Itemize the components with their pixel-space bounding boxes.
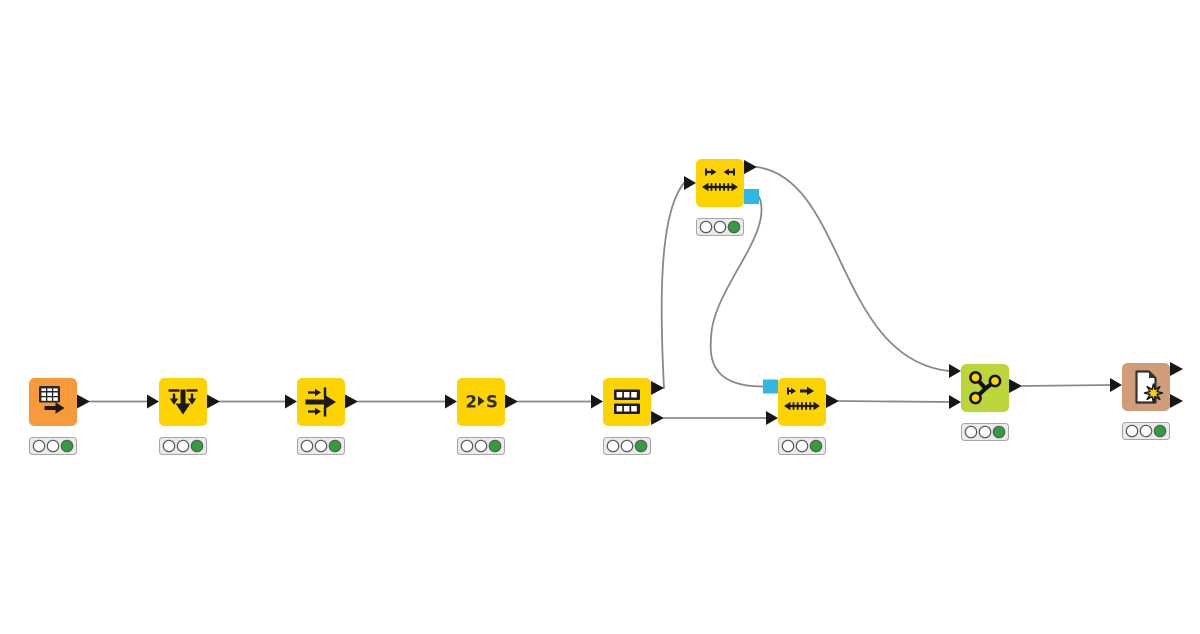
node-normalizer-apply[interactable]	[763, 378, 839, 455]
status-light-off	[32, 439, 46, 453]
status-light-off	[713, 220, 727, 234]
edge-knn-to-scorer[interactable]	[1021, 384, 1111, 387]
status-light-off	[474, 439, 488, 453]
status-light-off	[46, 439, 60, 453]
status-light-green	[190, 439, 204, 453]
edge-normalizer-model-to-apply[interactable]	[709, 195, 764, 388]
edges-layer	[89, 166, 1111, 419]
status-light-off	[699, 220, 713, 234]
status-light-green	[60, 439, 74, 453]
status-light-off	[300, 439, 314, 453]
status-traffic-light	[159, 437, 207, 455]
status-light-green	[328, 439, 342, 453]
status-light-green	[634, 439, 648, 453]
node-normalizer[interactable]	[684, 159, 759, 236]
input-port-data[interactable]	[949, 364, 961, 378]
normalizer-body[interactable]	[696, 159, 744, 207]
status-light-off	[314, 439, 328, 453]
partitioning-body[interactable]	[603, 378, 651, 426]
input-port-data[interactable]	[591, 394, 603, 409]
status-light-off	[964, 425, 978, 439]
output-port-data[interactable]	[826, 394, 839, 408]
status-light-off	[176, 439, 190, 453]
node-partitioning[interactable]	[591, 378, 664, 455]
output-port-data[interactable]	[345, 394, 358, 409]
input-port-data[interactable]	[766, 411, 778, 425]
node-sorter[interactable]	[147, 378, 220, 455]
status-light-green	[809, 439, 823, 453]
output-port-data[interactable]	[1170, 362, 1183, 376]
status-traffic-light	[1122, 422, 1170, 440]
status-light-off	[978, 425, 992, 439]
nodes-layer	[29, 159, 1183, 455]
input-port-data[interactable]	[949, 395, 961, 409]
status-traffic-light	[457, 437, 505, 455]
output-port-data[interactable]	[1009, 379, 1022, 393]
status-traffic-light	[603, 437, 651, 455]
input-port-data[interactable]	[684, 176, 696, 190]
status-light-off	[1139, 424, 1153, 438]
status-light-green	[1153, 424, 1167, 438]
status-light-off	[606, 439, 620, 453]
status-light-green	[992, 425, 1006, 439]
status-light-off	[1125, 424, 1139, 438]
status-light-off	[162, 439, 176, 453]
input-port-data[interactable]	[445, 394, 457, 409]
output-port-data[interactable]	[651, 381, 664, 395]
output-port-data[interactable]	[505, 394, 518, 409]
edge-normalizer-data-to-knn[interactable]	[756, 166, 950, 372]
normalizer-apply-body[interactable]	[778, 378, 826, 426]
output-port-data[interactable]	[77, 394, 90, 409]
output-port-model[interactable]	[744, 189, 759, 204]
status-light-green	[488, 439, 502, 453]
node-data-source[interactable]	[29, 378, 90, 455]
status-light-off	[795, 439, 809, 453]
status-light-green	[727, 220, 741, 234]
input-port-data[interactable]	[147, 394, 159, 409]
output-port-data[interactable]	[651, 411, 664, 425]
status-traffic-light	[961, 423, 1009, 441]
node-number-to-string[interactable]	[445, 378, 518, 455]
output-port-data[interactable]	[1170, 394, 1183, 408]
status-traffic-light	[778, 437, 826, 455]
input-port-model[interactable]	[763, 379, 778, 394]
edge-apply-to-knn[interactable]	[838, 400, 950, 403]
output-port-data[interactable]	[744, 160, 757, 174]
status-traffic-light	[696, 218, 744, 236]
status-light-off	[620, 439, 634, 453]
status-traffic-light	[297, 437, 345, 455]
node-column-filter[interactable]	[285, 378, 358, 455]
node-scorer[interactable]	[1110, 362, 1183, 440]
status-traffic-light	[29, 437, 77, 455]
status-light-off	[781, 439, 795, 453]
output-port-data[interactable]	[207, 394, 220, 409]
input-port-data[interactable]	[1110, 378, 1122, 392]
node-k-nearest-neighbor[interactable]	[949, 364, 1022, 441]
status-light-off	[460, 439, 474, 453]
edge-partitioning-to-normalizer[interactable]	[660, 182, 685, 389]
input-port-data[interactable]	[285, 394, 297, 409]
